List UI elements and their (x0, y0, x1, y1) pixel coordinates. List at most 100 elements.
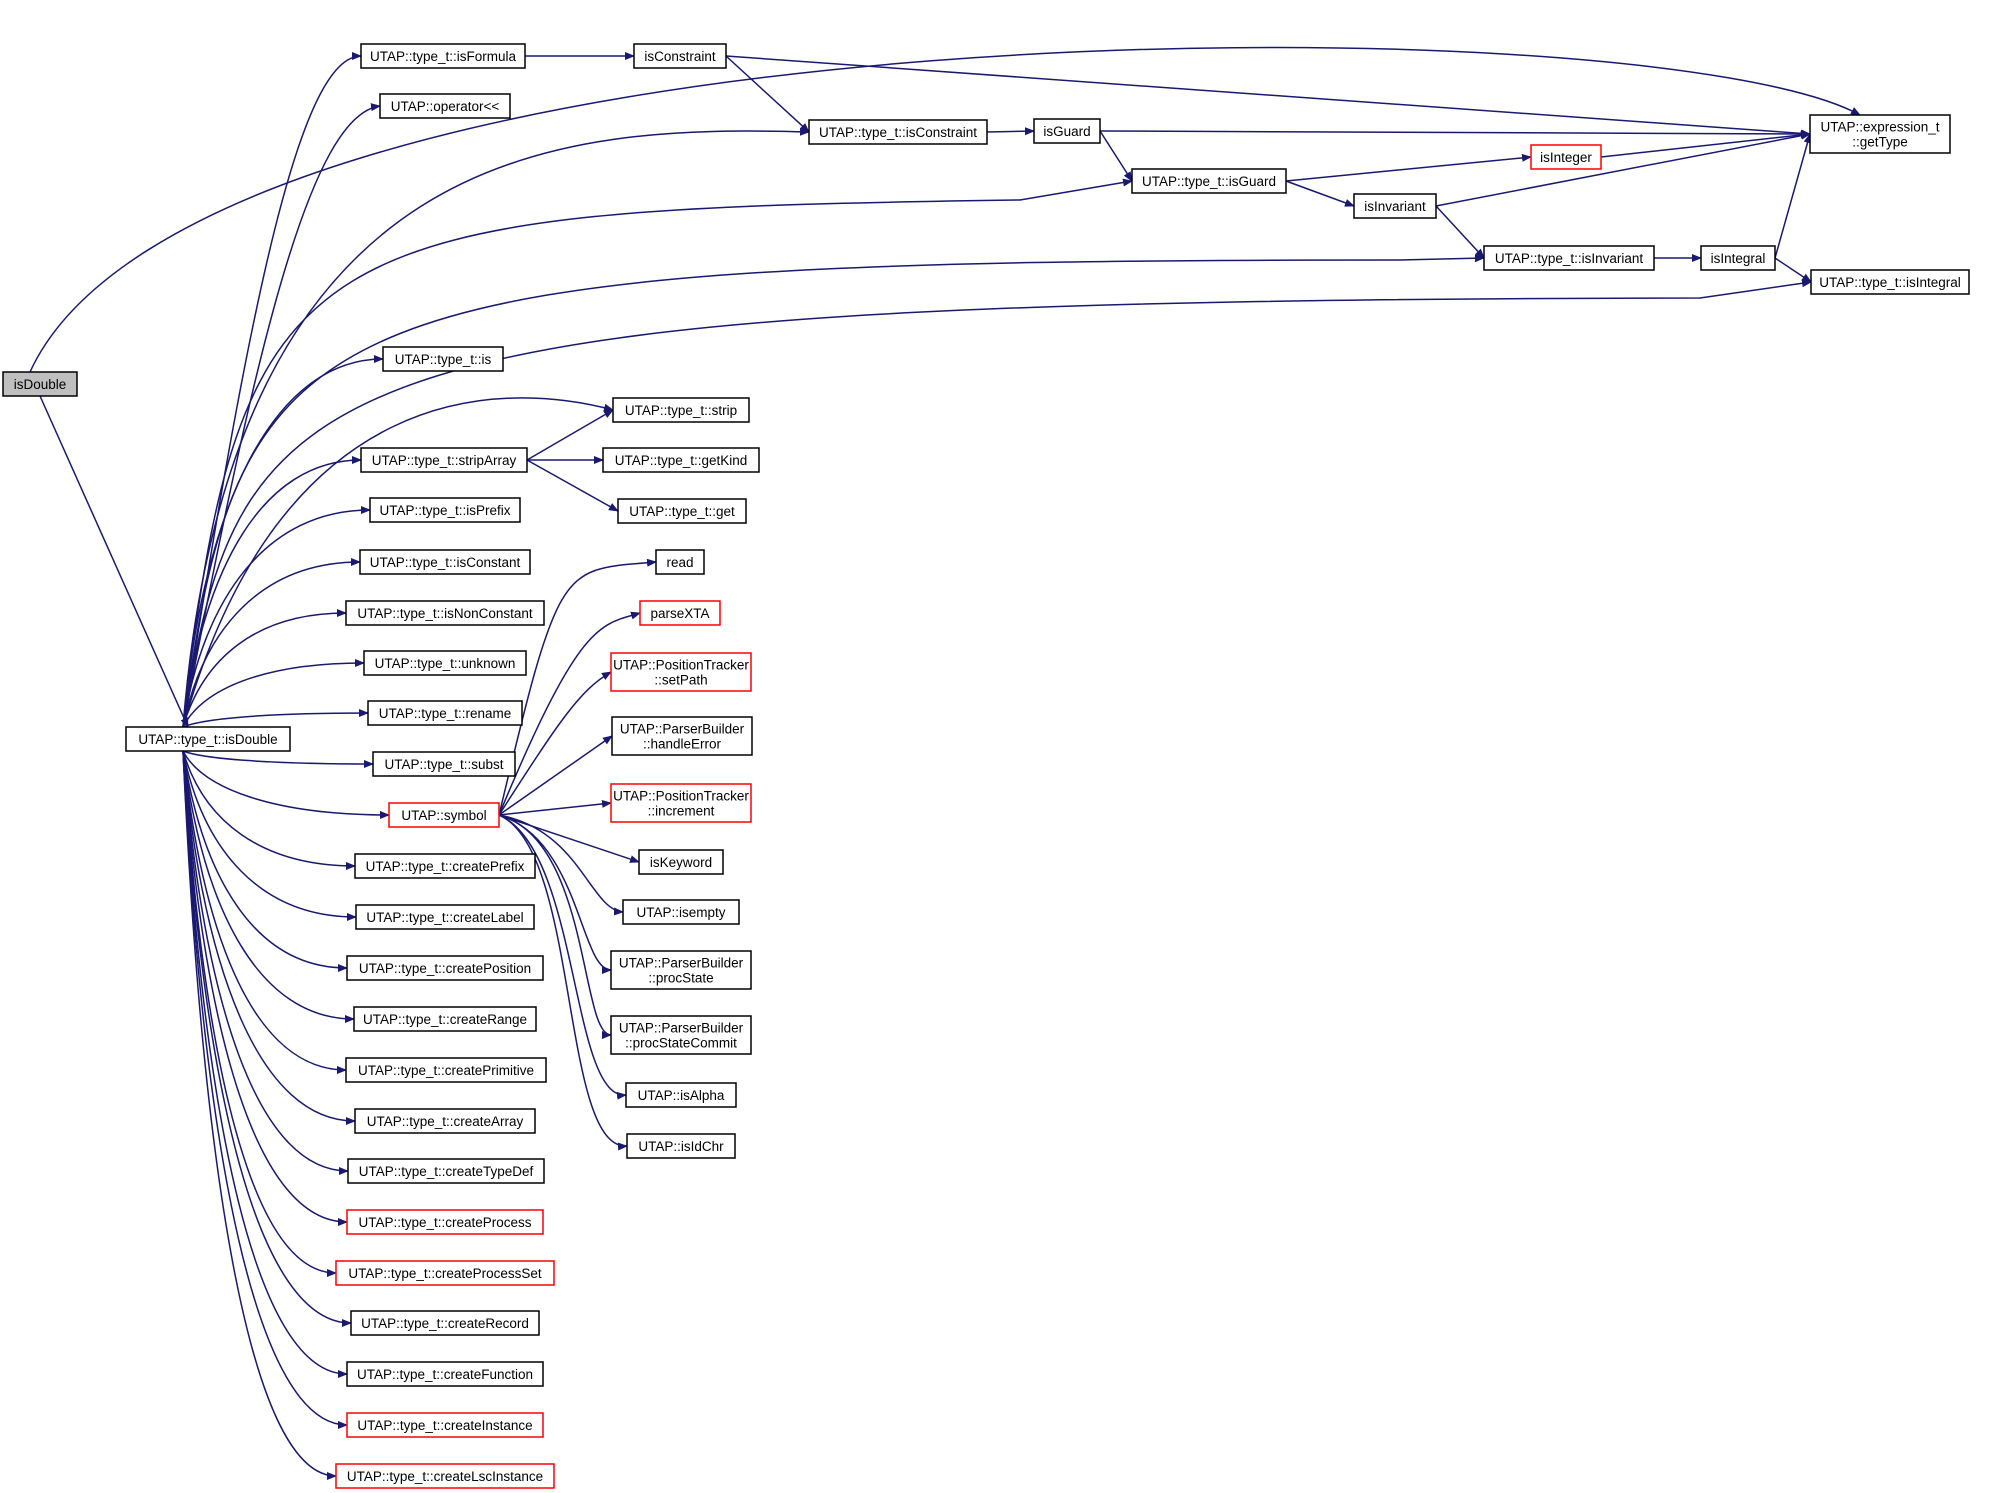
node-label: ::procState (648, 971, 713, 986)
node-createprimitive[interactable]: UTAP::type_t::createPrimitive (345, 1057, 547, 1083)
node-box (610, 950, 752, 990)
node-label: UTAP::type_t::subst (384, 757, 503, 772)
node-isguard[interactable]: isGuard (1033, 118, 1101, 144)
node-operator[interactable]: UTAP::operator<< (379, 93, 511, 119)
edge-isGuard-to-type_isGuard (1099, 130, 1133, 182)
node-box (363, 650, 527, 676)
node-box (346, 1361, 544, 1387)
node-handleerror[interactable]: UTAP::ParserBuilder::handleError (611, 716, 753, 756)
node-get[interactable]: UTAP::type_t::get (617, 498, 747, 524)
node-read[interactable]: read (655, 549, 705, 575)
node-box (1530, 144, 1602, 170)
node-isidchr[interactable]: UTAP::isIdChr (626, 1133, 736, 1159)
node-isprefix[interactable]: UTAP::type_t::isPrefix (369, 497, 521, 523)
node-box (355, 904, 535, 930)
node-strip[interactable]: UTAP::type_t::strip (612, 397, 750, 423)
edge-symbol-to-isKeyword (498, 814, 640, 863)
node-createposition[interactable]: UTAP::type_t::createPosition (346, 955, 544, 981)
node-label: UTAP::ParserBuilder (619, 1021, 744, 1036)
node-isalpha[interactable]: UTAP::isAlpha (625, 1082, 737, 1108)
node-box (354, 853, 536, 879)
node-isdouble[interactable]: isDouble (2, 371, 78, 397)
node-box (1809, 114, 1951, 154)
node-label: isIntegral (1711, 251, 1766, 266)
node-isconstant[interactable]: UTAP::type_t::isConstant (359, 549, 531, 575)
node-label: isInteger (1540, 150, 1592, 165)
node-createrecord[interactable]: UTAP::type_t::createRecord (350, 1310, 540, 1336)
node-box (611, 716, 753, 756)
edge-type_isGuard-to-isInvariant (1285, 180, 1355, 207)
node-box (633, 43, 727, 69)
node-label: isKeyword (650, 855, 712, 870)
node-box (350, 1310, 540, 1336)
node-setpath[interactable]: UTAP::PositionTracker::setPath (610, 652, 752, 692)
node-type_isintegral[interactable]: UTAP::type_t::isIntegral (1810, 269, 1970, 295)
edge-type_isDouble-to-createArray (182, 750, 356, 1125)
node-box (626, 1133, 736, 1159)
edge-type_isGuard-to-isInteger (1285, 153, 1532, 182)
node-label: UTAP::type_t::rename (379, 706, 512, 721)
edge-type_isDouble-to-isNonConstant (182, 609, 347, 728)
node-box (808, 119, 988, 145)
node-label: UTAP::type_t::createTypeDef (359, 1164, 534, 1179)
node-type_isinvariant[interactable]: UTAP::type_t::isInvariant (1483, 245, 1655, 271)
node-box (379, 93, 511, 119)
node-isformula[interactable]: UTAP::type_t::isFormula (360, 43, 526, 69)
node-label: UTAP::type_t::createProcessSet (348, 1266, 542, 1281)
node-label: UTAP::type_t::get (629, 504, 735, 519)
node-isinvariant[interactable]: isInvariant (1353, 193, 1437, 219)
edge-stripArray-to-get (526, 459, 619, 512)
node-createprocessset[interactable]: UTAP::type_t::createProcessSet (335, 1260, 555, 1286)
node-parsexta[interactable]: parseXTA (639, 600, 721, 626)
node-rename[interactable]: UTAP::type_t::rename (367, 700, 523, 726)
node-striparray[interactable]: UTAP::type_t::stripArray (360, 447, 528, 473)
node-createprefix[interactable]: UTAP::type_t::createPrefix (354, 853, 536, 879)
node-symbol[interactable]: UTAP::symbol (388, 802, 500, 828)
node-is[interactable]: UTAP::type_t::is (382, 346, 504, 372)
node-box (359, 549, 531, 575)
node-createarray[interactable]: UTAP::type_t::createArray (354, 1108, 536, 1134)
node-box (382, 346, 504, 372)
node-isconstraint[interactable]: isConstraint (633, 43, 727, 69)
node-isempty[interactable]: UTAP::isempty (622, 899, 740, 925)
edge-symbol-to-procState (498, 814, 612, 974)
edge-type_isDouble-to-type_isInvariant (182, 254, 1485, 728)
node-box (360, 447, 528, 473)
node-createinstance[interactable]: UTAP::type_t::createInstance (346, 1412, 544, 1438)
node-createrange[interactable]: UTAP::type_t::createRange (353, 1006, 537, 1032)
node-createlabel[interactable]: UTAP::type_t::createLabel (355, 904, 535, 930)
edge-layer (29, 46, 1861, 1480)
node-getkind[interactable]: UTAP::type_t::getKind (602, 447, 760, 473)
node-createtypedef[interactable]: UTAP::type_t::createTypeDef (347, 1158, 545, 1184)
node-label: UTAP::expression_t (1820, 120, 1939, 135)
node-label: UTAP::type_t::createFunction (357, 1367, 533, 1382)
node-box (347, 1158, 545, 1184)
node-label: UTAP::PositionTracker (613, 658, 749, 673)
node-createfunction[interactable]: UTAP::type_t::createFunction (346, 1361, 544, 1387)
node-label: UTAP::type_t::createRecord (361, 1316, 529, 1331)
node-type_isdouble[interactable]: UTAP::type_t::isDouble (125, 726, 291, 752)
node-isinteger[interactable]: isInteger (1530, 144, 1602, 170)
node-type_isguard[interactable]: UTAP::type_t::isGuard (1131, 168, 1287, 194)
node-procstate[interactable]: UTAP::ParserBuilder::procState (610, 950, 752, 990)
node-isnonconstant[interactable]: UTAP::type_t::isNonConstant (345, 600, 545, 626)
node-procstatecommit[interactable]: UTAP::ParserBuilder::procStateCommit (610, 1015, 752, 1055)
node-box (639, 600, 721, 626)
node-type_isconstraint[interactable]: UTAP::type_t::isConstraint (808, 119, 988, 145)
node-label: UTAP::type_t::isPrefix (379, 503, 510, 518)
node-createprocess[interactable]: UTAP::type_t::createProcess (346, 1209, 544, 1235)
node-subst[interactable]: UTAP::type_t::subst (372, 751, 516, 777)
node-label: UTAP::type_t::isIntegral (1819, 275, 1961, 290)
edge-type_isDouble-to-createLscInstance (182, 750, 337, 1480)
node-gettype[interactable]: UTAP::expression_t::getType (1809, 114, 1951, 154)
node-label: UTAP::type_t::createPrimitive (358, 1063, 534, 1078)
edge-symbol-to-isempty (498, 814, 624, 916)
edge-type_isDouble-to-createTypeDef (182, 750, 349, 1175)
node-increment[interactable]: UTAP::PositionTracker::increment (610, 783, 752, 823)
node-isintegral[interactable]: isIntegral (1700, 245, 1776, 271)
edge-isGuard-to-getType (1099, 129, 1811, 138)
node-createlscinstance[interactable]: UTAP::type_t::createLscInstance (335, 1463, 555, 1489)
node-unknown[interactable]: UTAP::type_t::unknown (363, 650, 527, 676)
node-box (346, 1412, 544, 1438)
node-iskeyword[interactable]: isKeyword (638, 849, 724, 875)
